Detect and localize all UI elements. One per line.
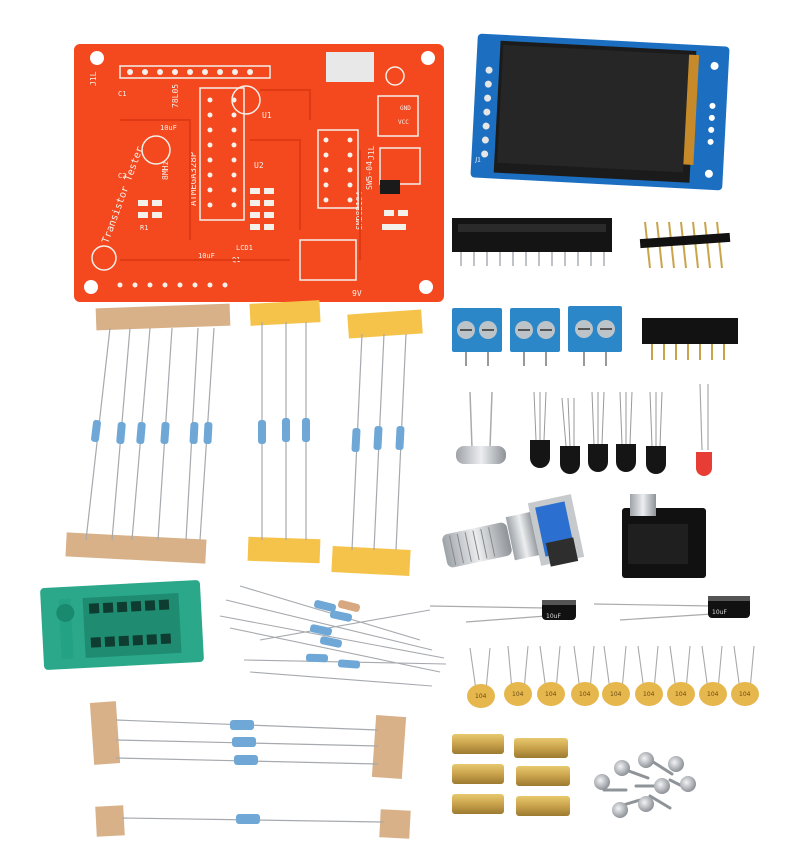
lcd-module: J1	[470, 33, 730, 191]
ceramic-label: 104	[545, 691, 557, 698]
electrolytic-capacitors: 10uF 10uF	[429, 596, 750, 623]
pcb-label-u2: U2	[254, 161, 264, 170]
pin-header-male	[639, 221, 731, 269]
pcb-label-r1: R1	[140, 224, 148, 232]
ceramic-label: 104	[512, 691, 524, 698]
resistor-strip-3	[331, 309, 423, 577]
ceramic-label: 104	[707, 691, 719, 698]
pcb-label-chip: SW5-04	[365, 161, 374, 190]
crystal-oscillator	[456, 391, 506, 464]
pcb-label-freq: 8MHz	[161, 161, 170, 180]
pcb-label-gnd: GND	[400, 105, 411, 112]
ceramic-label: 104	[739, 691, 751, 698]
pcb-label-c4: 10uF	[198, 252, 215, 260]
pcb-label-j2: J1L	[367, 145, 376, 160]
ceramic-capacitors: 104 104 104 104 104 104 104 104 104	[467, 645, 759, 708]
transistors	[530, 391, 666, 474]
pcb-pad	[326, 52, 374, 82]
red-led	[696, 383, 712, 476]
ceramic-label: 104	[579, 691, 591, 698]
dc-power-jack	[622, 494, 706, 578]
screws	[594, 752, 696, 818]
ceramic-label: 104	[610, 691, 622, 698]
brass-standoffs	[452, 734, 570, 816]
pcb-label-lcd: LCD1	[236, 244, 253, 252]
pcb-label-regulator: 78L05	[171, 84, 180, 108]
ic-socket	[452, 218, 612, 266]
pcb-label-mcu: ATMEGA328P	[189, 151, 199, 206]
pcb-label-j1: J1L	[89, 71, 98, 86]
resistor-strip-2	[247, 300, 321, 564]
pcb-label-c1: C1	[118, 90, 126, 98]
smd-chip	[380, 180, 400, 194]
terminal-blocks	[452, 306, 622, 366]
pcb-label-vcc: VCC	[398, 119, 409, 126]
ceramic-label: 104	[643, 691, 655, 698]
zif-socket	[40, 580, 204, 670]
pcb-label-c2: C2	[118, 172, 126, 180]
ceramic-label: 104	[675, 691, 687, 698]
ceramic-label: 104	[475, 693, 487, 700]
lcd-label: J1	[474, 156, 481, 163]
resistor-strip-1	[65, 303, 231, 564]
resistor-strip-5	[95, 805, 411, 839]
rotary-encoder	[442, 494, 585, 568]
capacitor-label-2: 10uF	[712, 609, 727, 616]
capacitor-label-1: 10uF	[546, 613, 561, 620]
loose-resistors	[219, 585, 447, 687]
pcb-label-c3: 10uF	[160, 124, 177, 132]
pcb-label-u1: U1	[262, 111, 272, 120]
resistor-strip-4	[89, 701, 407, 779]
pcb-board: 78L05 ATMEGA328P Transistor Tester 8MHz …	[74, 44, 444, 302]
pcb-label-power: 9V	[352, 289, 362, 298]
pin-header-female	[642, 318, 738, 360]
